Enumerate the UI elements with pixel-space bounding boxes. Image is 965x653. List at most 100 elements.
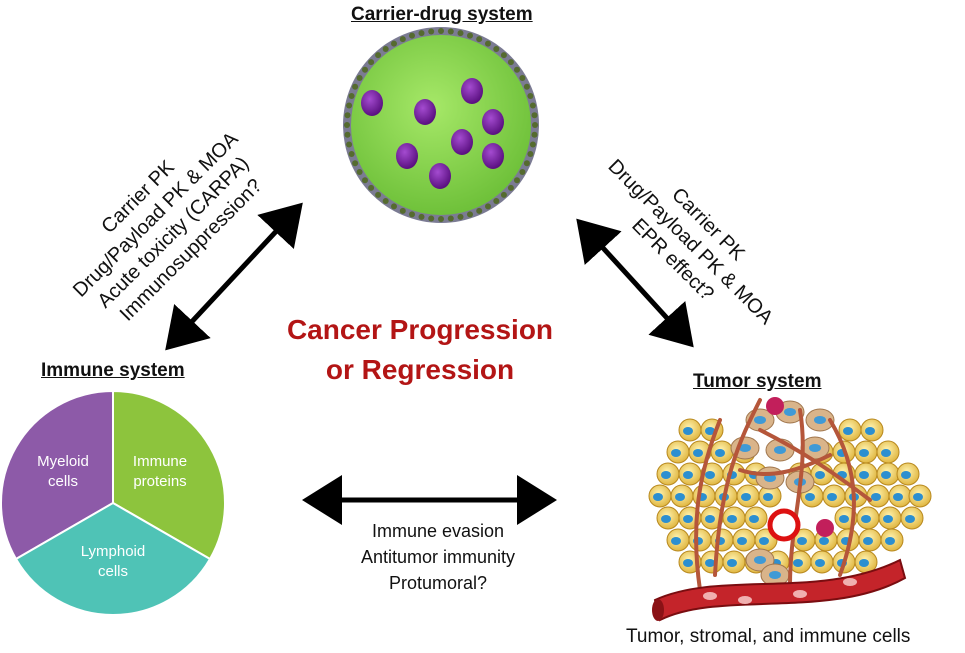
tumor-cell-nucleus — [861, 515, 871, 523]
stromal-cell-nucleus — [739, 444, 751, 452]
surface-ligand-dot — [507, 59, 514, 66]
tumor-cell-nucleus — [675, 493, 685, 501]
surface-ligand-dot — [391, 40, 397, 47]
surface-ligand-dot — [485, 203, 491, 210]
stromal-cell-nucleus — [754, 556, 766, 564]
tumor-cell-nucleus — [881, 471, 891, 479]
surface-ligand-dot — [344, 112, 351, 119]
tumor-cell-nucleus — [715, 449, 725, 457]
tumor-cell-nucleus — [871, 493, 881, 501]
surface-ligand-dot — [507, 184, 514, 191]
surface-ligand-dot — [532, 122, 538, 128]
surface-ligand-dot — [428, 28, 435, 35]
surface-ligand-dot — [375, 191, 382, 198]
surface-ligand-dot — [519, 75, 526, 81]
surface-ligand-dot — [362, 66, 368, 73]
surface-ligand-dot — [352, 160, 359, 167]
carrier-nanoparticle — [343, 27, 539, 223]
tumor-cell-nucleus — [865, 427, 875, 435]
surface-ligand-dot — [467, 32, 473, 39]
tumor-cell-nucleus — [759, 537, 769, 545]
pie-label-proteins-1: Immune — [133, 453, 187, 470]
surface-ligand-dot — [493, 198, 500, 204]
tumor-cell-nucleus — [797, 537, 807, 545]
surface-ligand-dot — [356, 169, 363, 175]
drug-payloads — [361, 78, 504, 189]
tumor-cell-nucleus — [805, 493, 815, 501]
surface-ligand-dot — [500, 52, 507, 59]
bottom-link-annotations: Immune evasion Antitumor immunity Protum… — [318, 518, 558, 596]
tumor-cell-nucleus — [843, 427, 853, 435]
surface-ligand-dot — [368, 184, 375, 191]
surface-ligand-dot — [399, 36, 406, 43]
tumor-cell-nucleus — [661, 471, 671, 479]
tumor-cell-nucleus — [737, 537, 747, 545]
surface-ligand-dot — [391, 203, 397, 210]
tumor-cell-nucleus — [819, 537, 829, 545]
tumor-cell-nucleus — [815, 471, 825, 479]
tumor-system-title: Tumor system — [693, 371, 822, 392]
pie-label-lymphoid-2: cells — [98, 563, 128, 580]
pie-slice-myeloid — [0, 389, 114, 561]
tumor-cell-nucleus — [741, 493, 751, 501]
surface-ligand-dot — [529, 141, 536, 148]
surface-ligand-dot — [356, 75, 363, 81]
surface-ligand-dot — [523, 83, 530, 90]
tumor-cell-nucleus — [859, 449, 869, 457]
tumor-cell-nucleus — [893, 493, 903, 501]
tumor-cell-nucleus — [905, 515, 915, 523]
surface-ligand-dot — [409, 32, 415, 39]
surface-ligand-dot — [531, 112, 538, 119]
surface-ligands — [344, 28, 538, 222]
center-title: Cancer Progression or Regression — [255, 310, 585, 390]
bottom-link-line: Antitumor immunity — [360, 547, 516, 567]
immune-system-title: Immune system — [41, 360, 185, 381]
stromal-cell-nucleus — [784, 408, 796, 416]
surface-ligand-dot — [438, 216, 444, 222]
tumor-cell-nucleus — [683, 559, 693, 567]
arrow-immune-carrier — [165, 202, 303, 351]
tumor-cell-nucleus — [705, 515, 715, 523]
stromal-cell-nucleus — [764, 474, 776, 482]
surface-ligand-dot — [418, 213, 425, 220]
tumor-cell-nucleus — [683, 427, 693, 435]
pie-label-myeloid-1: Myeloid — [37, 453, 89, 470]
tumor-cell-nucleus — [839, 515, 849, 523]
stromal-cell-nucleus — [774, 446, 786, 454]
tumor-cell-nucleus — [683, 515, 693, 523]
surface-ligand-dot — [457, 30, 464, 37]
tumor-cells — [648, 400, 932, 587]
surface-ligand-dot — [438, 28, 444, 34]
tumor-cell-nucleus — [727, 515, 737, 523]
surface-ligand-dot — [382, 46, 389, 52]
tumor-cell-nucleus — [883, 515, 893, 523]
surface-ligand-dot — [493, 46, 500, 52]
surface-ligand-dot — [362, 177, 368, 184]
surface-ligand-dot — [348, 93, 355, 99]
surface-ligand-dot — [375, 52, 382, 59]
arrow-carrier-tumor — [576, 218, 694, 348]
surface-ligand-dot — [409, 211, 415, 218]
pie-slice-lymphoid — [14, 501, 212, 616]
surface-ligand-dot — [514, 66, 520, 73]
surface-ligand-dot — [399, 207, 406, 214]
tumor-cell-nucleus — [653, 493, 663, 501]
pie-slice-immune-proteins — [112, 389, 226, 561]
bottom-link-line: Immune evasion — [371, 521, 505, 541]
tumor-cell-nucleus — [901, 471, 911, 479]
tumor-cell-nucleus — [885, 537, 895, 545]
stromal-cell-nucleus — [754, 416, 766, 424]
pie-label-myeloid-2: cells — [48, 473, 78, 490]
surface-ligand-dot — [529, 102, 536, 109]
surface-ligand-dot — [457, 213, 464, 220]
surface-ligand-dot — [527, 93, 534, 99]
surface-ligand-dot — [500, 191, 507, 198]
surface-ligand-dot — [476, 207, 483, 214]
tumor-cell-nucleus — [671, 449, 681, 457]
tumor-cell-nucleus — [793, 559, 803, 567]
surface-ligand-dot — [418, 30, 425, 37]
tumor-cell-nucleus — [749, 515, 759, 523]
surface-ligand-dot — [485, 40, 491, 47]
stromal-cell-nucleus — [769, 571, 781, 579]
surface-ligand-dot — [428, 215, 435, 222]
